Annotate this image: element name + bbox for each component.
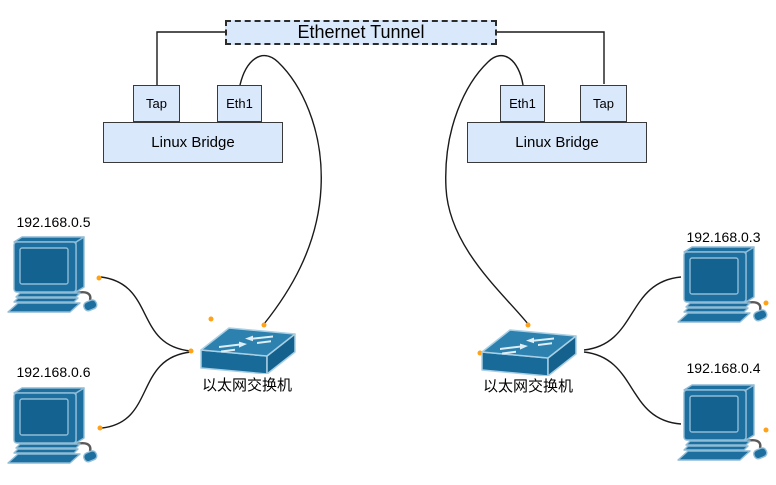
monitor-screen	[689, 395, 739, 433]
computer-ip-label-6: 192.168.0.6	[16, 364, 91, 380]
switch-top-face	[481, 329, 577, 359]
monitor-screen	[19, 247, 69, 285]
system-unit-2	[13, 448, 79, 454]
computer-ip-label-5: 192.168.0.5	[16, 214, 91, 230]
desktop-pc-graphic	[7, 236, 98, 313]
right-tap-label: Tap	[593, 96, 614, 111]
mouse	[83, 450, 98, 463]
mouse	[753, 447, 768, 460]
monitor-side	[75, 236, 85, 293]
left-eth1-port[interactable]: Eth1	[217, 85, 262, 122]
mouse	[753, 309, 768, 322]
left-tap-port[interactable]: Tap	[133, 85, 180, 122]
system-unit-1	[685, 440, 751, 446]
connector-switch-pc3	[583, 276, 682, 351]
monitor-side	[745, 384, 755, 441]
switch-arrows	[219, 335, 273, 353]
system-unit-2	[683, 445, 749, 451]
connector-pc6-switch	[101, 351, 192, 429]
system-unit-2	[13, 297, 79, 303]
computer-ip-label-3: 192.168.0.3	[686, 229, 761, 245]
left-switch-label: 以太网交换机	[201, 377, 292, 394]
system-unit-1	[15, 443, 81, 449]
system-unit-1	[685, 302, 751, 308]
computer-node-6[interactable]	[6, 387, 101, 465]
keyboard	[677, 312, 751, 323]
right-linux-bridge-label: Linux Bridge	[515, 134, 599, 151]
ethernet-switch-graphic	[200, 327, 296, 375]
left-tap-label: Tap	[146, 96, 167, 111]
monitor-side	[745, 246, 755, 303]
left-linux-bridge-label: Linux Bridge	[151, 134, 235, 151]
right-tap-port[interactable]: Tap	[580, 85, 627, 122]
ethernet-switch-graphic	[481, 329, 577, 377]
connector-pc5-switch	[100, 276, 192, 352]
keyboard	[7, 302, 81, 313]
right-eth1-label: Eth1	[509, 96, 536, 111]
ethernet-tunnel-label: Ethernet Tunnel	[297, 22, 425, 42]
switch-arrows	[500, 337, 554, 355]
computer-node-5[interactable]	[6, 236, 101, 314]
keyboard	[7, 453, 81, 464]
desktop-pc-graphic	[677, 384, 768, 461]
system-unit-2	[683, 307, 749, 313]
left-eth1-label: Eth1	[226, 96, 253, 111]
computer-ip-label-4: 192.168.0.4	[686, 360, 761, 376]
right-ethernet-switch-icon[interactable]	[478, 322, 578, 377]
system-unit-1	[15, 292, 81, 298]
monitor-top	[13, 387, 85, 394]
right-linux-bridge-node[interactable]: Linux Bridge	[467, 122, 647, 163]
mouse	[83, 299, 98, 312]
right-eth1-port[interactable]: Eth1	[500, 85, 545, 122]
desktop-pc-graphic	[7, 387, 98, 464]
connector-switch-pc4	[583, 351, 682, 425]
keyboard	[677, 450, 751, 461]
left-linux-bridge-node[interactable]: Linux Bridge	[103, 122, 283, 163]
computer-node-3[interactable]	[676, 246, 771, 324]
computer-node-4[interactable]	[676, 384, 771, 462]
monitor-top	[683, 246, 755, 253]
connector-right-eth1-switch	[445, 55, 529, 325]
switch-top-face	[200, 327, 296, 357]
desktop-pc-graphic	[677, 246, 768, 323]
monitor-screen	[19, 398, 69, 436]
monitor-top	[683, 384, 755, 391]
monitor-side	[75, 387, 85, 444]
left-ethernet-switch-icon[interactable]	[197, 320, 297, 375]
monitor-screen	[689, 257, 739, 295]
ethernet-tunnel-node[interactable]: Ethernet Tunnel	[225, 20, 497, 45]
connector-left-eth1-switch	[239, 55, 322, 325]
right-switch-label: 以太网交换机	[482, 378, 573, 395]
monitor-top	[13, 236, 85, 243]
connector-tunnel-left-tap	[156, 31, 225, 85]
connector-tunnel-right-tap	[497, 31, 605, 84]
